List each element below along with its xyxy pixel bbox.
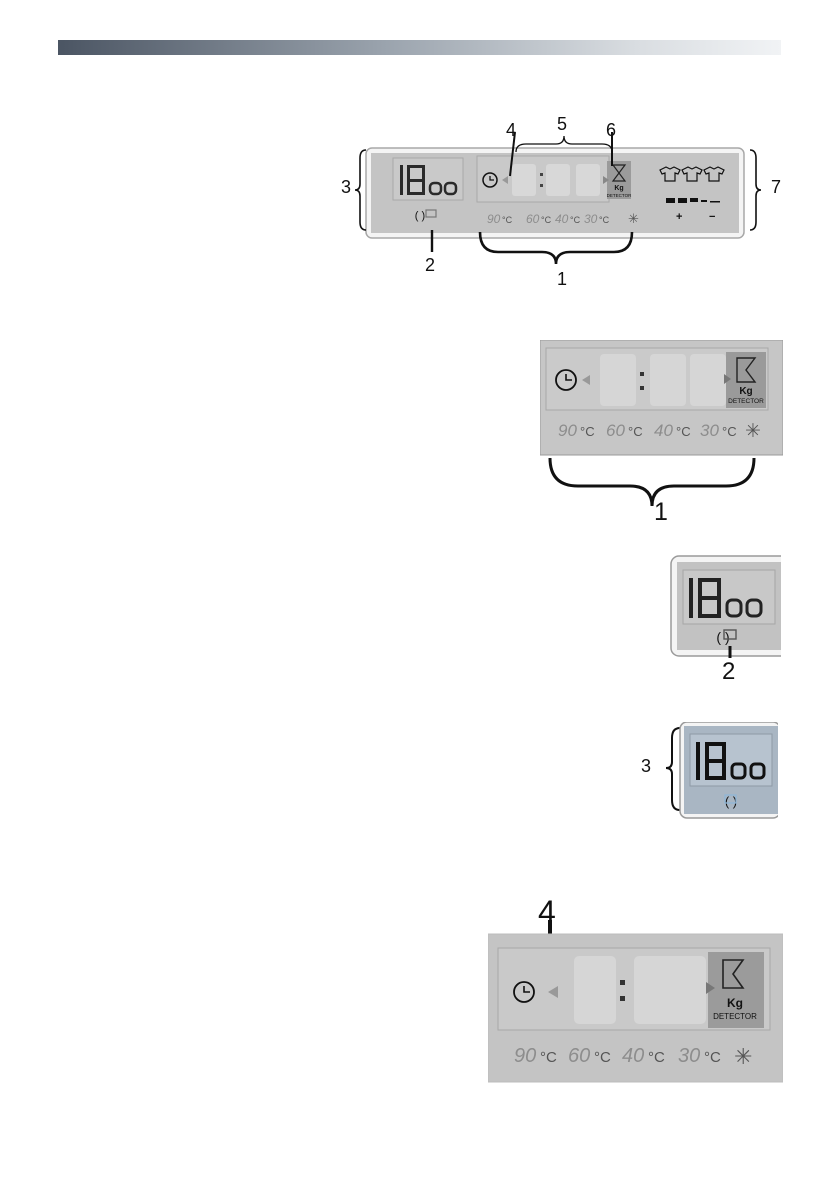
svg-text:°C: °C: [570, 215, 581, 225]
svg-text:40: 40: [654, 421, 673, 440]
temperature-row: 90°C 60°C 40°C 30°C ✳: [487, 211, 639, 226]
temperature-row: 90°C 60°C 40°C 30°C ✳: [558, 421, 761, 442]
callout-2: 2: [722, 658, 736, 685]
lock-symbol: ( ): [716, 629, 729, 645]
callout-6: 6: [606, 120, 617, 140]
level-bars: [666, 198, 720, 203]
shirt-icon: [659, 166, 681, 182]
svg-text:°C: °C: [722, 424, 737, 439]
level-minus: −: [709, 211, 715, 223]
temperature-row: 90°C 60°C 40°C 30°C ✳: [514, 1044, 752, 1069]
callout-7: 7: [771, 177, 782, 197]
timer-icon: [513, 981, 535, 1003]
shirt-icon: [703, 166, 725, 182]
arrow-right-icon: [706, 982, 715, 994]
soil-level-icons: [659, 166, 725, 182]
svg-text:60: 60: [568, 1045, 590, 1067]
arrow-left-icon: [502, 176, 508, 184]
figure-speed-detail: ( ): [670, 555, 781, 658]
level-plus: +: [676, 211, 682, 223]
timer-icon: [555, 369, 577, 391]
svg-text:( ): ( ): [725, 794, 737, 809]
callout-4: 4: [538, 894, 556, 930]
hourglass-icon: [736, 357, 757, 383]
figure-timer-detail: Kg DETECTOR 90°C 60°C 40°C 30°C ✳: [488, 920, 783, 1083]
detector-label: DETECTOR: [728, 398, 764, 405]
callout-1: 1: [654, 498, 668, 526]
svg-text:°C: °C: [704, 1049, 721, 1066]
svg-text:40: 40: [555, 212, 569, 226]
arrow-right-icon: [724, 374, 731, 384]
time-digits: [600, 354, 726, 406]
svg-text:60: 60: [526, 212, 540, 226]
lock-icon: [724, 794, 737, 804]
svg-text:°C: °C: [599, 215, 610, 225]
kg-label: Kg: [614, 185, 623, 192]
speed-digits: [689, 578, 721, 618]
arrow-left-icon: [548, 986, 558, 998]
callout-4: 4: [506, 120, 517, 140]
lock-icon: [723, 629, 737, 640]
svg-text:30: 30: [584, 212, 598, 226]
callout-2: 2: [425, 255, 436, 275]
arrow-right-icon: [603, 176, 609, 184]
kg-label: Kg: [739, 386, 752, 397]
lock-symbol: ( ): [415, 210, 425, 222]
svg-text:30: 30: [678, 1045, 700, 1067]
callout-3: 3: [341, 177, 352, 197]
callout-3: 3: [641, 756, 652, 776]
svg-text:°C: °C: [502, 215, 513, 225]
timer-icon: [482, 172, 498, 188]
lock-icon: [425, 209, 437, 218]
svg-text:°C: °C: [648, 1049, 665, 1066]
svg-text:30: 30: [700, 421, 719, 440]
shirt-icon: [681, 166, 703, 182]
svg-text:90: 90: [514, 1045, 536, 1067]
svg-text:°C: °C: [594, 1049, 611, 1066]
figure-speed-bracket: ( ): [665, 722, 778, 819]
svg-text:90: 90: [558, 421, 577, 440]
snowflake-icon: ✳: [734, 1044, 752, 1069]
svg-text:°C: °C: [541, 215, 552, 225]
snowflake-icon: ✳: [628, 211, 639, 226]
svg-text:°C: °C: [580, 424, 595, 439]
figure-center-detail: Kg DETECTOR 90°C 60°C 40°C 30°C ✳: [540, 340, 783, 507]
svg-text:°C: °C: [540, 1049, 557, 1066]
callout-1: 1: [557, 269, 568, 289]
svg-text:40: 40: [622, 1045, 644, 1067]
kg-label: Kg: [727, 996, 743, 1010]
svg-text:60: 60: [606, 421, 625, 440]
hourglass-icon: [611, 164, 627, 182]
detector-label: DETECTOR: [713, 1012, 757, 1021]
arrow-left-icon: [582, 375, 590, 385]
detector-label: DETECTOR: [607, 193, 632, 198]
time-digits: [574, 956, 706, 1024]
figure-full-panel: ( ) Kg DETECTOR 90°C 60°C 40°C 30°C ✳ + …: [354, 131, 762, 265]
header-bar: [58, 40, 781, 55]
svg-text:°C: °C: [628, 424, 643, 439]
speed-digits: [400, 165, 458, 196]
snowflake-icon: ✳: [745, 421, 761, 442]
hourglass-icon: [722, 959, 745, 989]
time-digits: [512, 164, 600, 196]
callout-5: 5: [557, 114, 568, 134]
svg-text:°C: °C: [676, 424, 691, 439]
svg-text:90: 90: [487, 212, 501, 226]
